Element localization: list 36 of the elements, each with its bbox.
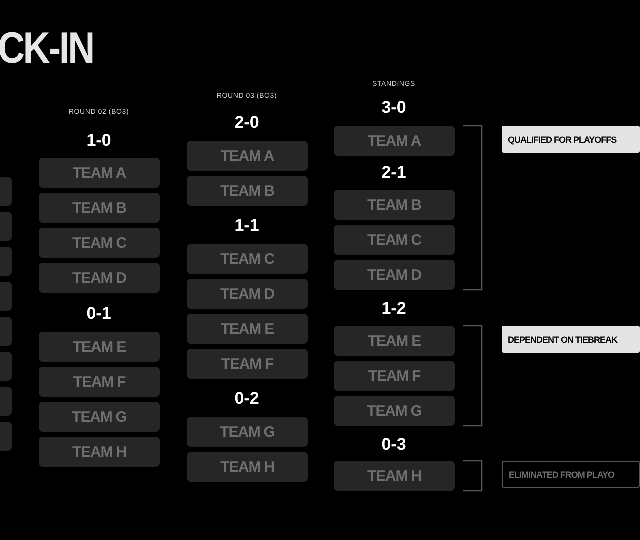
team-slot: TEAM H <box>187 452 308 482</box>
team-slot: TEAM G <box>334 396 455 426</box>
team-slot: TEAM D <box>334 260 455 290</box>
team-slot: TEAM A <box>39 158 160 188</box>
team-slot: TEAM E <box>39 332 160 362</box>
team-slot: TEAM G <box>39 402 160 432</box>
team-slot: TEAM B <box>334 190 455 220</box>
score-label: 0-1 <box>86 304 112 324</box>
score-label: 2-0 <box>234 113 260 133</box>
score-label: 3-0 <box>382 98 406 118</box>
team-slot: TEAM F <box>334 361 455 391</box>
team-slot: TEAM A <box>334 126 455 156</box>
status-badge: ELIMINATED FROM PLAYO <box>502 461 640 488</box>
team-slot: TEAM B <box>187 176 308 206</box>
team-slot: TEAM D <box>187 279 308 309</box>
score-label: 0-2 <box>234 389 260 409</box>
team-slot: TEAM D <box>39 263 160 293</box>
team-slot: TEAM E <box>187 314 308 344</box>
team-slot: TEAM H <box>39 437 160 467</box>
status-badge: DEPENDENT ON TIEBREAK <box>502 326 640 353</box>
team-slot: TEAM C <box>39 228 160 258</box>
team-slot: TEAM E <box>334 326 455 356</box>
score-label: 0-3 <box>382 435 406 455</box>
team-slot: TEAM G <box>187 417 308 447</box>
team-slot: TEAM A <box>187 141 308 171</box>
score-label: 1-0 <box>86 131 112 151</box>
status-badge: QUALIFIED FOR PLAYOFFS <box>502 126 640 153</box>
score-label: 1-2 <box>382 299 406 319</box>
score-label: 2-1 <box>382 163 406 183</box>
team-slot: TEAM F <box>39 367 160 397</box>
team-slot: TEAM C <box>334 225 455 255</box>
team-slot: TEAM F <box>187 349 308 379</box>
score-label: 1-1 <box>234 216 260 236</box>
team-slot: TEAM H <box>334 461 455 491</box>
team-slot: TEAM C <box>187 244 308 274</box>
team-slot: TEAM B <box>39 193 160 223</box>
